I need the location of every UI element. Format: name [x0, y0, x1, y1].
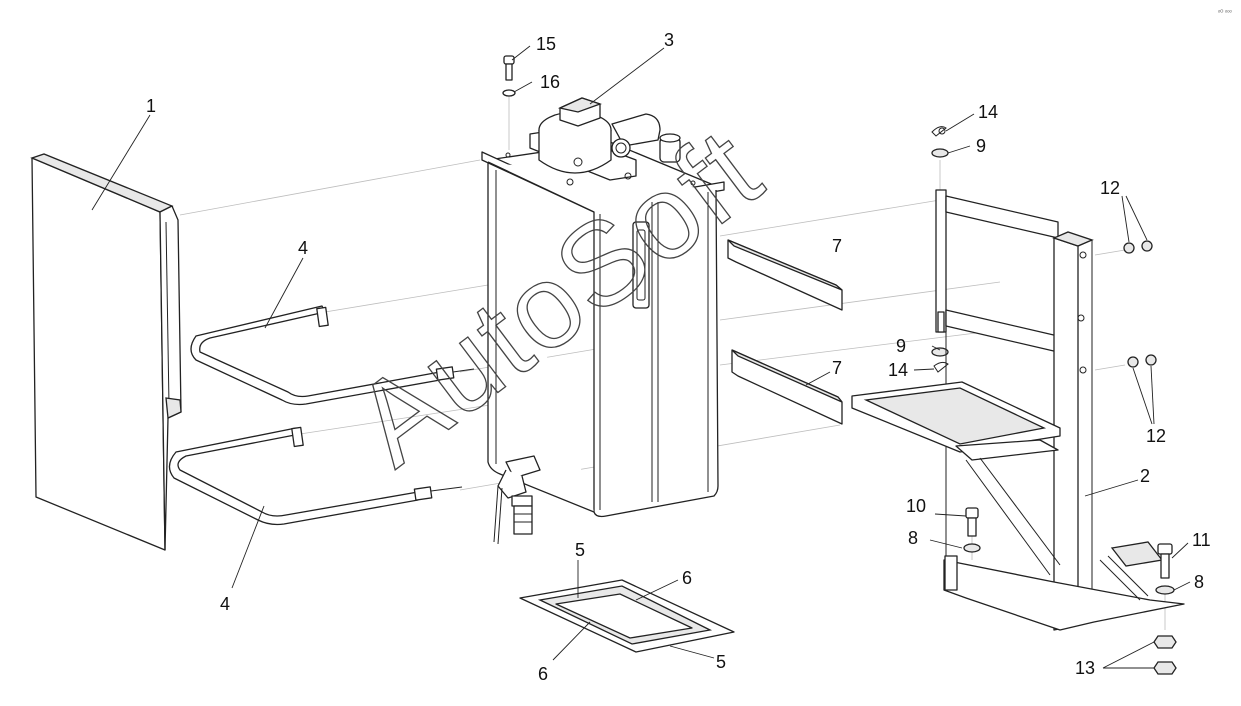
callout-8-left: 8	[908, 528, 918, 548]
part-13-nuts	[1153, 635, 1177, 675]
callout-labels: 15 16 3 1 4 4 14 9 12 7 9 14 7 12 2 10 8…	[146, 30, 1211, 684]
part-9-upper-washer	[931, 148, 949, 158]
callout-16: 16	[540, 72, 560, 92]
part-16-washer	[502, 89, 516, 97]
callout-4-lower: 4	[220, 594, 230, 614]
callout-12-upper: 12	[1100, 178, 1120, 198]
part-3-hydraulic-tank	[481, 97, 725, 545]
callout-7-lower: 7	[832, 358, 842, 378]
callout-13: 13	[1075, 658, 1095, 678]
callout-7-upper: 7	[832, 236, 842, 256]
callout-10: 10	[906, 496, 926, 516]
callout-9-upper: 9	[976, 136, 986, 156]
callout-leader-lines	[91, 45, 1191, 669]
callout-6-left: 6	[538, 664, 548, 684]
callout-14-upper: 14	[978, 102, 998, 122]
callout-14-lower: 14	[888, 360, 908, 380]
part-7-upper-pad	[727, 239, 843, 311]
part-12-upper-nuts	[1123, 240, 1153, 254]
part-9-lower-washer	[931, 347, 949, 357]
callout-5-lower: 5	[716, 652, 726, 672]
callout-11: 11	[1192, 530, 1211, 550]
callout-6-right: 6	[682, 568, 692, 588]
part-1-side-panel	[30, 153, 182, 551]
part-14-lower-clip	[933, 361, 949, 373]
callout-4-upper: 4	[298, 238, 308, 258]
part-11-bolt	[1157, 543, 1173, 579]
part-4-upper-strap	[190, 305, 475, 406]
part-15-bolt	[503, 55, 515, 81]
part-8-washer-right	[1155, 585, 1175, 595]
callout-3: 3	[664, 30, 674, 50]
callout-8-right: 8	[1194, 572, 1204, 592]
part-14-upper-clip	[931, 126, 947, 137]
callout-9-lower: 9	[896, 336, 906, 356]
part-4-lower-strap	[168, 426, 463, 526]
corner-mark: ᵒᴼ ᵒᵒᵒ	[1218, 9, 1233, 16]
callout-12-lower: 12	[1146, 426, 1166, 446]
part-7-lower-pad	[731, 349, 843, 425]
callout-2: 2	[1140, 466, 1150, 486]
callout-5-upper: 5	[575, 540, 585, 560]
callout-1: 1	[146, 96, 156, 116]
part-8-washer-left	[963, 543, 981, 553]
part-2-frame	[851, 189, 1185, 631]
part-10-bolt	[965, 507, 979, 537]
part-5-6-base-frame	[519, 579, 735, 653]
callout-15: 15	[536, 34, 556, 54]
part-12-lower-nuts	[1127, 354, 1157, 368]
